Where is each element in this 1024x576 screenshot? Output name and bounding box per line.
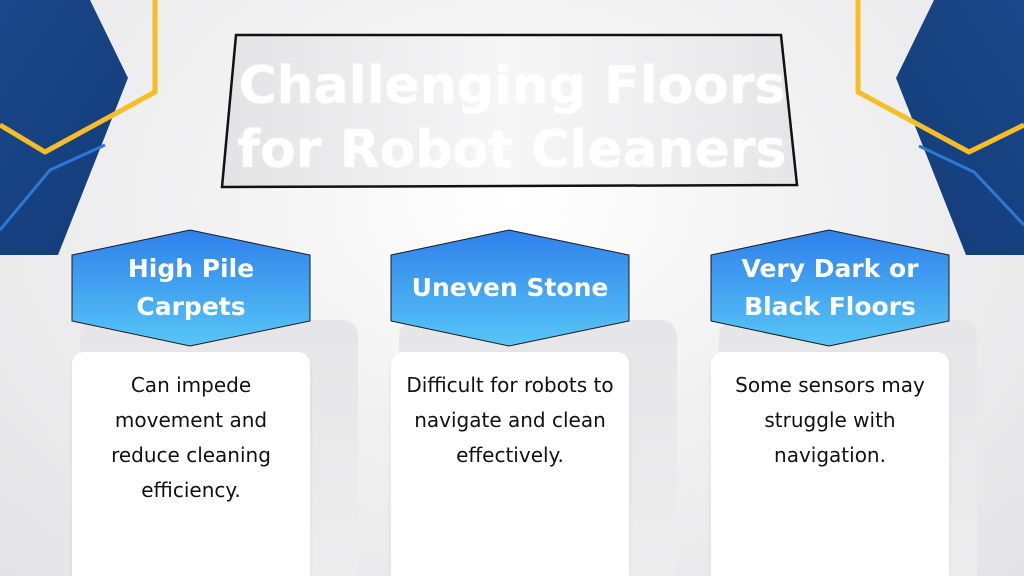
heading-hexagon: High Pile Carpets <box>70 228 312 348</box>
column-description: Difficult for robots to navigate and cle… <box>406 373 614 467</box>
title-banner: Challenging Floors for Robot Cleaners <box>0 0 1024 200</box>
decorative-hexagon-left <box>0 0 158 255</box>
description-card: Some sensors may struggle with navigatio… <box>711 352 949 576</box>
page-title: Challenging Floors for Robot Cleaners <box>237 56 787 180</box>
heading-hexagon: Very Dark or Black Floors <box>709 228 951 348</box>
title-frame <box>220 33 799 189</box>
column-heading: Very Dark or Black Floors <box>741 254 919 321</box>
floor-column-high-pile-carpets: High Pile Carpets Can impede movement an… <box>70 228 358 576</box>
column-heading: Uneven Stone <box>411 273 609 302</box>
column-heading: High Pile Carpets <box>127 254 255 321</box>
heading-hexagon: Uneven Stone <box>389 228 631 348</box>
column-description: Some sensors may struggle with navigatio… <box>735 373 925 467</box>
description-card: Difficult for robots to navigate and cle… <box>391 352 629 576</box>
floor-column-uneven-stone: Uneven Stone Difficult for robots to nav… <box>389 228 677 576</box>
column-description: Can impede movement and reduce cleaning … <box>111 373 271 502</box>
description-card: Can impede movement and reduce cleaning … <box>72 352 310 576</box>
decorative-hexagon-right <box>855 0 1024 255</box>
floor-column-dark-floors: Very Dark or Black Floors Some sensors m… <box>709 228 989 576</box>
